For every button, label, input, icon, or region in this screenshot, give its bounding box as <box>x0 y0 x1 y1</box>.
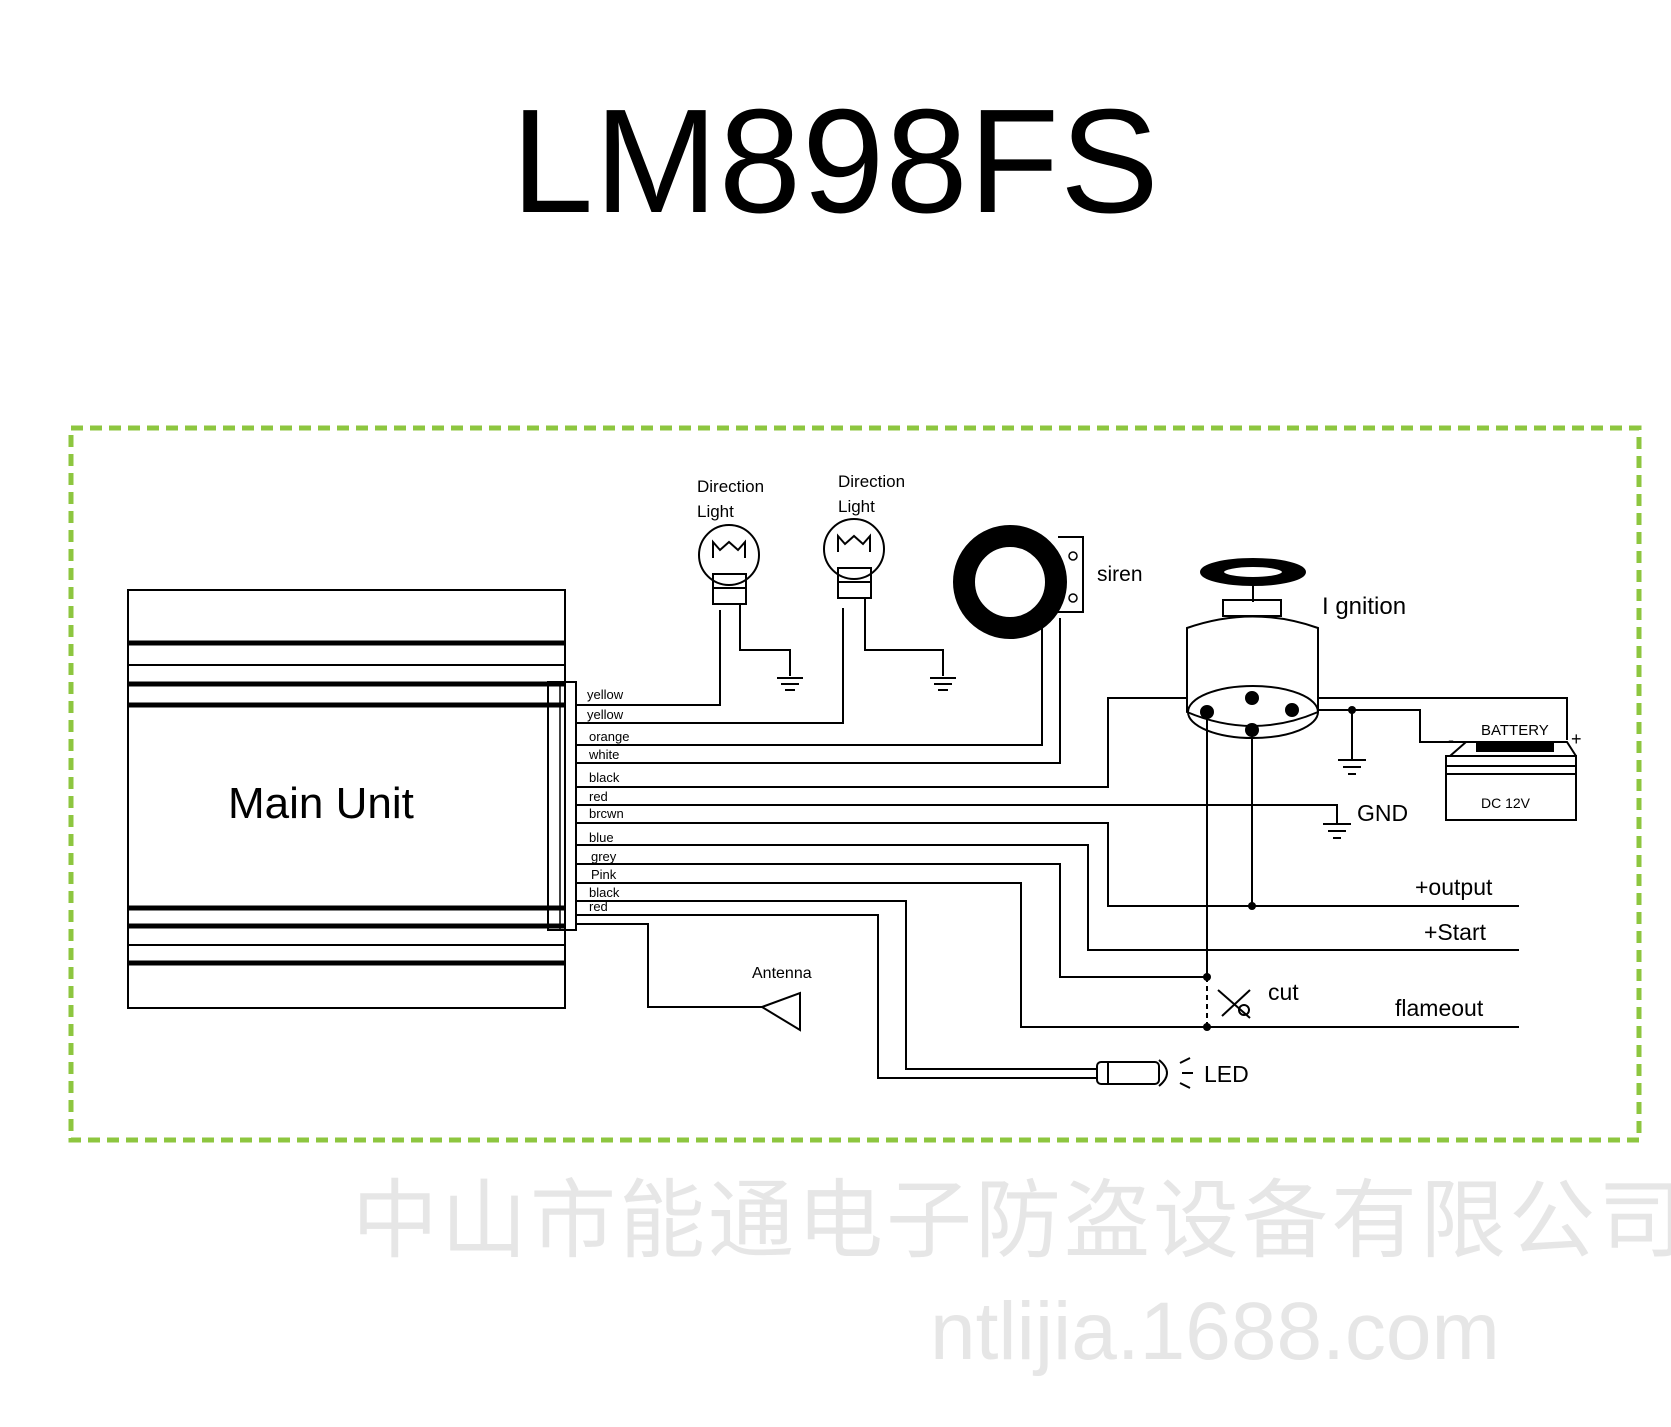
wire-black-1 <box>576 697 1262 788</box>
battery-label: BATTERY <box>1481 722 1549 739</box>
wire-label-pink: Pink <box>591 867 617 882</box>
wire-label-yellow-2: yellow <box>587 707 624 722</box>
wire-brown <box>576 822 1519 907</box>
cut-scissors-icon <box>1217 989 1251 1019</box>
flameout-label: flameout <box>1395 995 1484 1021</box>
dashed-frame <box>68 425 1642 1143</box>
output-label: +output <box>1415 874 1493 900</box>
ground-icon <box>1338 759 1366 775</box>
siren-label: siren <box>1097 563 1143 586</box>
main-unit-label: Main Unit <box>228 779 414 828</box>
junction-dot-output <box>1248 902 1256 910</box>
cut-label: cut <box>1268 979 1299 1005</box>
ignition-icon <box>1186 558 1319 739</box>
wire-label-brown: brcwn <box>589 806 624 821</box>
gnd-label: GND <box>1357 800 1408 826</box>
wire-label-black-2: black <box>589 885 620 900</box>
wire-label-orange: orange <box>589 729 629 744</box>
battery-plus: + <box>1571 729 1582 749</box>
battery-minus: - <box>1448 730 1454 750</box>
direction-light-1-bulb <box>698 524 803 691</box>
gnd-icon <box>1323 818 1351 839</box>
siren-icon <box>953 525 1084 639</box>
wires <box>576 608 1568 1079</box>
wire-yellow-2 <box>576 608 844 724</box>
battery-icon <box>1445 741 1577 821</box>
wire-antenna <box>576 923 762 1008</box>
battery-spec: DC 12V <box>1481 795 1531 811</box>
ignition-label: I gnition <box>1322 593 1406 620</box>
junction-dot-battery <box>1348 706 1356 714</box>
direction-light-1-label-line1: Direction <box>697 477 764 496</box>
diagram-title: LM898FS <box>511 79 1160 244</box>
wire-yellow-1 <box>576 610 721 706</box>
led-label: LED <box>1204 1061 1249 1087</box>
start-label: +Start <box>1424 919 1487 945</box>
wire-label-red-2: red <box>589 899 608 914</box>
wire-label-black-1: black <box>589 770 620 785</box>
wire-label-blue: blue <box>589 830 614 845</box>
direction-light-2-label-line1: Direction <box>838 472 905 491</box>
wire-battery-plus <box>1262 697 1568 740</box>
direction-light-2-label-line2: Light <box>838 497 875 516</box>
antenna-label: Antenna <box>752 965 812 982</box>
direction-light-2-bulb <box>823 518 956 691</box>
wire-red-1 <box>576 804 1338 818</box>
wire-ignition-battery <box>1292 709 1486 743</box>
wire-red-2 <box>576 914 1097 1079</box>
main-unit <box>127 589 577 1009</box>
antenna-icon <box>759 991 801 1032</box>
wire-label-grey: grey <box>591 849 617 864</box>
wire-pink <box>576 882 1519 1028</box>
wire-grey <box>576 863 1209 978</box>
wire-labels: yellow yellow orange white black red brc… <box>587 687 629 914</box>
watermark-url: ntlijia.1688.com <box>930 1286 1500 1377</box>
wire-label-yellow-1: yellow <box>587 687 624 702</box>
wire-label-red-1: red <box>589 789 608 804</box>
watermark-company: 中山市能通电子防盗设备有限公司 <box>352 1171 1671 1271</box>
wire-white <box>576 618 1061 764</box>
wire-blue <box>576 844 1519 951</box>
wire-black-2 <box>576 900 1097 1070</box>
wire-orange <box>576 615 1043 746</box>
led-icon <box>1096 1057 1193 1089</box>
wire-label-white: white <box>588 747 619 762</box>
direction-light-1-label-line2: Light <box>697 502 734 521</box>
